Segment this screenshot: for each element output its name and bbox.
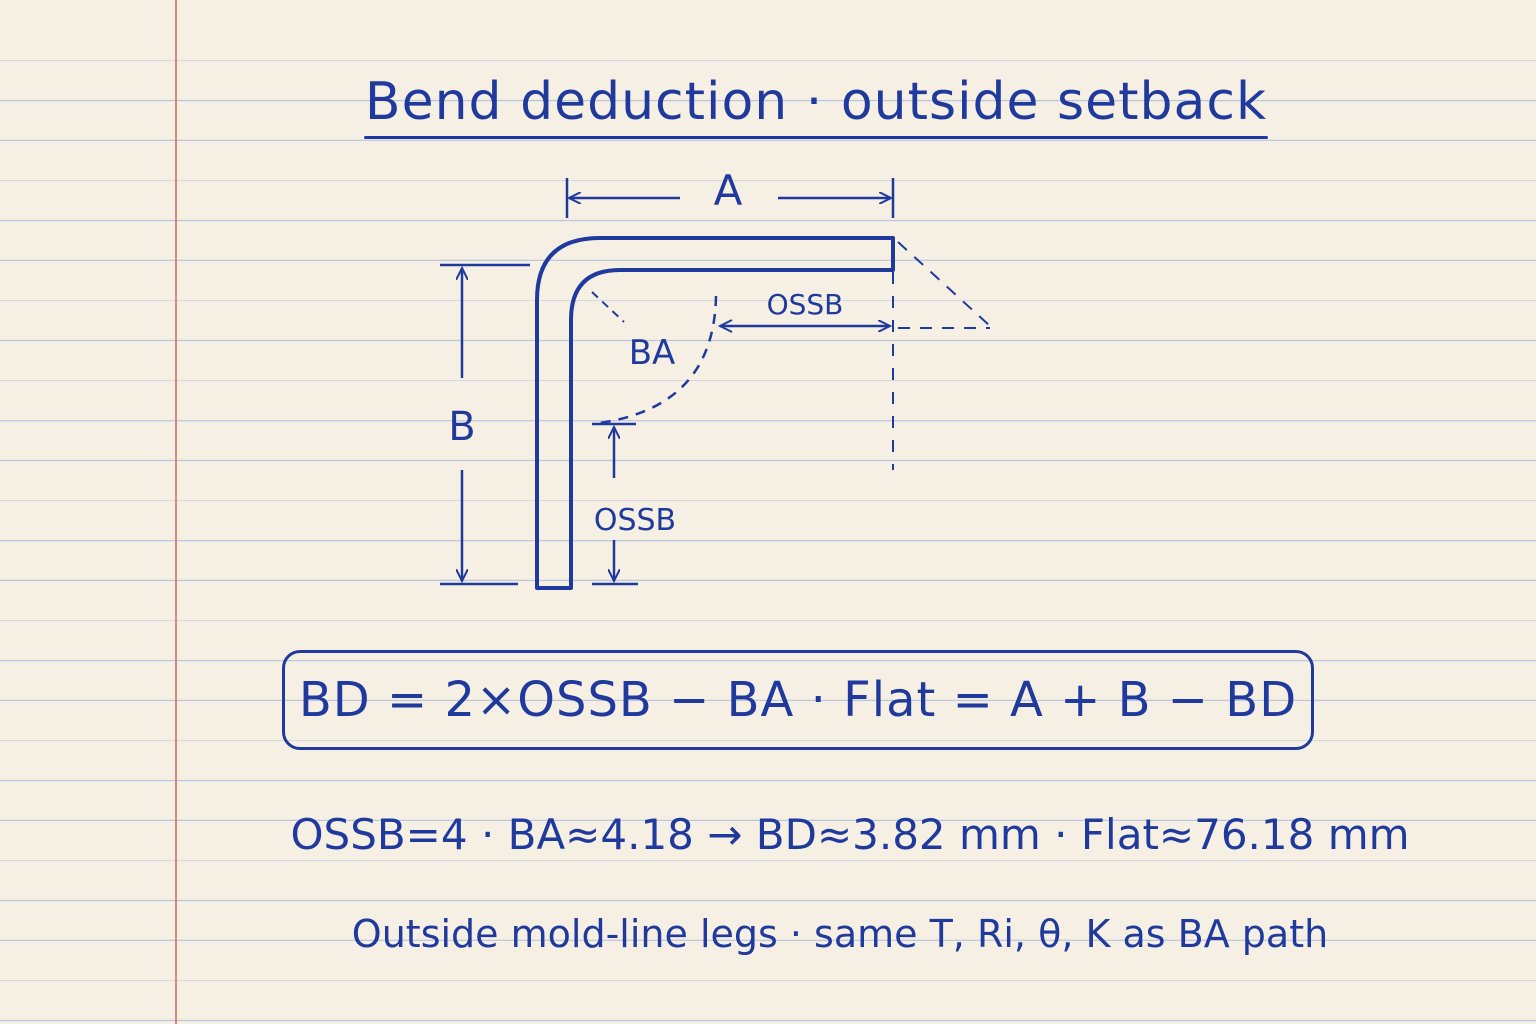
- title-underline: [364, 136, 1268, 139]
- ba-leader: [591, 291, 625, 323]
- mold-line-diagonal: [897, 241, 991, 327]
- formula-text: BD = 2×OSSB − BA · Flat = A + B − BD: [298, 672, 1298, 728]
- ossb-vertical-label: OSSB: [594, 503, 676, 538]
- dim-b-label: B: [448, 404, 475, 450]
- result-line: OSSB=4 · BA≈4.18 → BD≈3.82 mm · Flat≈76.…: [290, 810, 1410, 859]
- ossb-horizontal-label: OSSB: [767, 288, 844, 321]
- dim-a-label: A: [714, 166, 743, 215]
- ba-arc: [591, 295, 718, 426]
- margin-line: [175, 0, 177, 1024]
- formula-box: BD = 2×OSSB − BA · Flat = A + B − BD: [282, 650, 1314, 750]
- page-title: Bend deduction · outside setback: [364, 72, 1268, 132]
- ba-label: BA: [629, 333, 676, 373]
- note-line: Outside mold-line legs · same T, Ri, θ, …: [351, 912, 1329, 956]
- ossb-h-arrow-start: [717, 319, 733, 333]
- sheet-profile: [535, 236, 895, 590]
